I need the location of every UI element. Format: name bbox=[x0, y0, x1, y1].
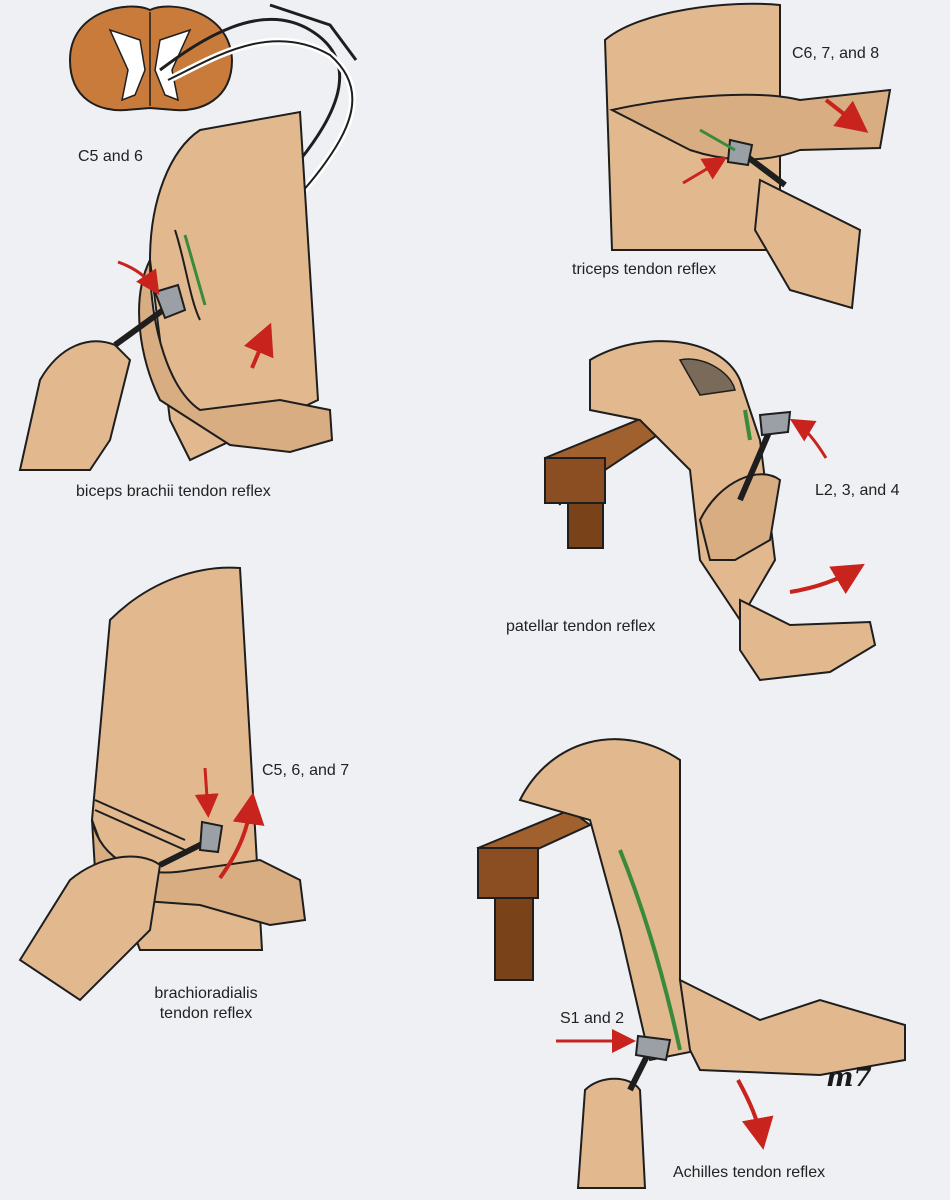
brachioradialis-reflex-hammer bbox=[158, 820, 224, 868]
label-brachioradialis-reflex: brachioradialis tendon reflex bbox=[154, 985, 258, 1022]
triceps-tap-arrow bbox=[682, 156, 728, 185]
brachioradialis-tap-arrow bbox=[194, 767, 219, 818]
biceps-figure bbox=[18, 110, 334, 471]
patellar-reflex-hammer bbox=[737, 410, 792, 502]
biceps-reflex-hammer bbox=[113, 283, 187, 348]
label-l2-3-and-4: L2, 3, and 4 bbox=[815, 482, 900, 499]
label-biceps-reflex: biceps brachii tendon reflex bbox=[76, 483, 271, 500]
achilles-bench bbox=[476, 808, 592, 981]
patellar-response-arrow bbox=[789, 563, 865, 595]
achilles-reflex-hammer bbox=[627, 1034, 672, 1092]
achilles-response-arrow bbox=[736, 1079, 774, 1150]
triceps-response-arrow bbox=[824, 98, 869, 133]
brachioradialis-figure bbox=[18, 566, 307, 1002]
label-s1-and-2: S1 and 2 bbox=[560, 1010, 625, 1027]
patellar-tap-arrow bbox=[789, 418, 828, 459]
biceps-response-arrow bbox=[243, 322, 274, 369]
brachioradialis-response-arrow bbox=[218, 792, 265, 880]
patellar-bench bbox=[543, 413, 667, 549]
label-c5-6-and-7: C5, 6, and 7 bbox=[262, 762, 350, 779]
label-c5-and-6: C5 and 6 bbox=[78, 148, 143, 165]
biceps-tap-arrow bbox=[117, 260, 160, 295]
achilles-leg bbox=[518, 738, 906, 1189]
label-patellar-reflex: patellar tendon reflex bbox=[506, 618, 656, 635]
triceps-reflex-hammer bbox=[699, 128, 787, 188]
label-triceps-reflex: triceps tendon reflex bbox=[572, 261, 717, 278]
triceps-figure bbox=[603, 2, 892, 310]
patellar-leg bbox=[589, 340, 877, 682]
label-c6-7-and-8: C6, 7, and 8 bbox=[792, 45, 880, 62]
label-achilles-reflex: Achilles tendon reflex bbox=[673, 1164, 826, 1181]
artist-signature: m7 bbox=[826, 1063, 872, 1093]
